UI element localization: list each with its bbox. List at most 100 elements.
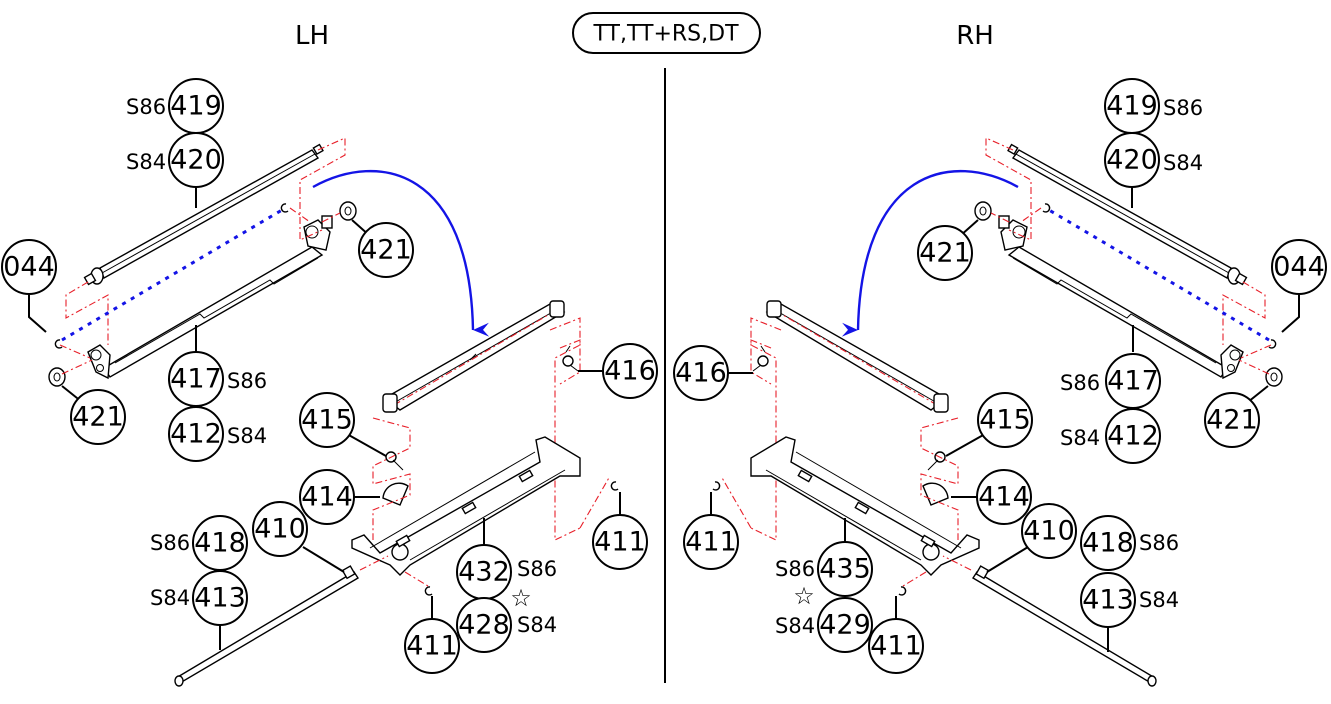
lh-move-arrow — [312, 169, 490, 337]
callout-ring — [1104, 132, 1160, 188]
callout-rh-410[interactable]: 410 — [1021, 503, 1077, 559]
callout-number: 418 — [194, 528, 246, 559]
callout-rh-412[interactable]: 412 S84 — [1060, 408, 1161, 464]
variant-label: S86 — [1060, 371, 1100, 395]
lh-bearing-bottom — [48, 367, 66, 387]
callout-ring — [868, 618, 924, 674]
variant-label: S86 — [150, 531, 190, 555]
rh-assembly — [712, 137, 1283, 687]
callout-number: 421 — [919, 238, 971, 269]
variant-label: S86 — [1163, 96, 1203, 120]
rh-upper-roller — [1007, 143, 1248, 286]
lh-title: LH — [295, 21, 329, 51]
callout-number: 435 — [819, 554, 871, 585]
rh-e-ring-left — [712, 481, 721, 491]
callout-number: 419 — [1106, 91, 1158, 122]
callout-lh-411-bottom[interactable]: 411 — [404, 618, 460, 674]
callout-lh-411-right[interactable]: 411 — [592, 514, 648, 570]
callout-rh-417[interactable]: 417 S86 — [1060, 353, 1161, 409]
callout-lh-432[interactable]: 432 S86 — [456, 544, 557, 600]
variant-label: S84 — [150, 586, 190, 610]
lh-cam-414 — [382, 482, 409, 506]
callout-ring — [1, 239, 57, 295]
callout-rh-421-bottom[interactable]: 421 — [1204, 392, 1260, 448]
callout-lh-418[interactable]: 418 S86 — [150, 515, 248, 571]
callout-rh-413[interactable]: 413 S84 — [1080, 572, 1179, 628]
callout-number: 414 — [978, 482, 1030, 513]
lh-spring-415 — [385, 451, 404, 471]
callout-number: 428 — [458, 610, 510, 641]
callout-number: 411 — [594, 527, 646, 558]
callout-rh-421-top[interactable]: 421 — [917, 225, 973, 281]
callout-lh-414[interactable]: 414 — [299, 469, 355, 525]
callout-ring — [70, 389, 126, 445]
callout-number: 044 — [3, 252, 55, 283]
callout-rh-411-bottom[interactable]: 411 — [868, 618, 924, 674]
rh-base-bracket — [750, 436, 980, 576]
callout-ring — [683, 514, 739, 570]
rh-lower-frame — [998, 215, 1244, 380]
callout-ring — [602, 343, 658, 399]
callout-ring — [404, 618, 460, 674]
rh-move-arrow — [841, 169, 1019, 337]
leader-line — [302, 546, 345, 573]
rh-spring-415 — [927, 451, 946, 471]
callout-ring — [592, 514, 648, 570]
callout-rh-435[interactable]: 435 S86 — [775, 541, 873, 597]
callout-number: 410 — [254, 514, 306, 545]
callout-rh-416[interactable]: 416 — [673, 345, 729, 401]
callout-lh-428[interactable]: 428 S84 — [456, 597, 557, 653]
callout-lh-412[interactable]: 412 S84 — [168, 406, 267, 462]
rh-tube-assembly — [765, 300, 949, 413]
callout-lh-413[interactable]: 413 S84 — [150, 570, 248, 626]
callout-lh-415[interactable]: 415 — [299, 392, 355, 448]
callout-lh-417[interactable]: 417 S86 — [168, 351, 267, 407]
callout-lh-416[interactable]: 416 — [602, 343, 658, 399]
callout-number: 416 — [675, 358, 727, 389]
callout-lh-420[interactable]: 420 S84 — [126, 132, 224, 188]
rh-assembly-guides — [985, 137, 1272, 375]
lh-assembly — [48, 137, 619, 687]
variant-label: S86 — [227, 369, 267, 393]
rh-mid-guides — [720, 317, 959, 541]
callout-rh-044[interactable]: 044 — [1271, 239, 1327, 295]
callout-ring — [358, 222, 414, 278]
callout-rh-419[interactable]: 419 S86 — [1104, 78, 1203, 134]
variant-label: S84 — [126, 150, 166, 174]
callout-number: 416 — [604, 356, 656, 387]
lh-lower-frame — [87, 215, 333, 380]
rh-alignment-axis — [1048, 208, 1270, 342]
callout-ring — [168, 132, 224, 188]
callout-rh-429[interactable]: 429 S84 — [775, 597, 873, 653]
callout-ring — [977, 392, 1033, 448]
callout-number: 414 — [301, 482, 353, 513]
rh-title: RH — [956, 21, 994, 51]
callout-lh-419[interactable]: 419 S86 — [126, 78, 224, 134]
callout-rh-418[interactable]: 418 S86 — [1080, 515, 1179, 571]
callout-ring — [917, 225, 973, 281]
callout-rh-420[interactable]: 420 S84 — [1104, 132, 1203, 188]
callout-ring — [1080, 572, 1136, 628]
callout-number: 415 — [301, 405, 353, 436]
callout-rh-415[interactable]: 415 — [977, 392, 1033, 448]
callout-number: 044 — [1273, 252, 1325, 283]
callout-number: 411 — [406, 631, 458, 662]
callout-lh-421-top[interactable]: 421 — [358, 222, 414, 278]
variant-label: S84 — [517, 613, 557, 637]
lh-spring-416 — [562, 345, 579, 372]
rh-bearing-top — [974, 201, 992, 221]
callout-number: 419 — [170, 91, 222, 122]
callout-ring — [1021, 503, 1077, 559]
callout-lh-044[interactable]: 044 — [1, 239, 57, 295]
rh-cam-414 — [922, 482, 949, 506]
callout-rh-414[interactable]: 414 — [976, 469, 1032, 525]
variant-label: S86 — [1139, 531, 1179, 555]
callout-rh-411-left[interactable]: 411 — [683, 514, 739, 570]
callout-ring — [299, 392, 355, 448]
callout-ring — [817, 541, 873, 597]
callout-lh-421-bottom[interactable]: 421 — [70, 389, 126, 445]
callout-lh-410[interactable]: 410 — [252, 501, 308, 557]
variant-label: S84 — [775, 614, 815, 638]
variant-label: S84 — [1139, 588, 1179, 612]
